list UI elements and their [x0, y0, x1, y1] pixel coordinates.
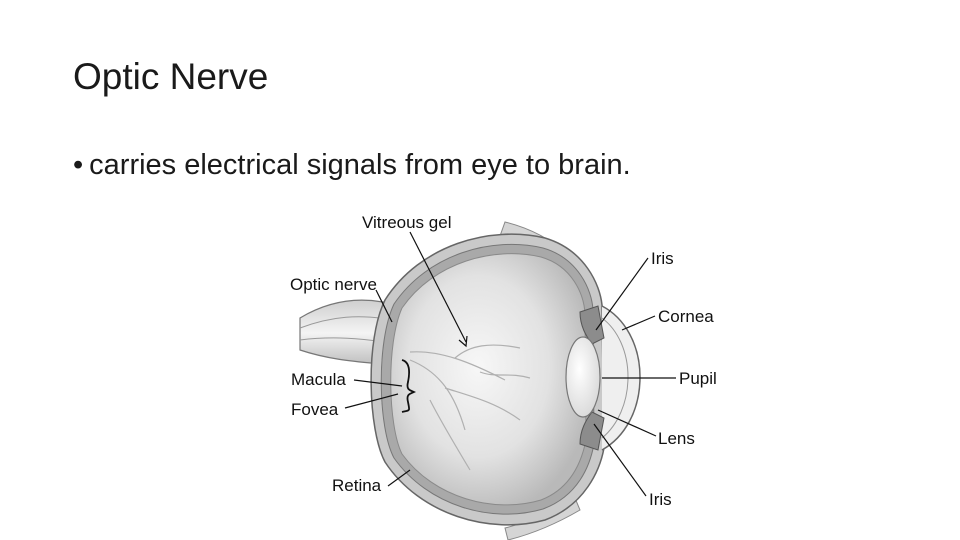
label-retina: Retina: [332, 476, 382, 495]
label-optic-nerve: Optic nerve: [290, 275, 377, 294]
label-macula: Macula: [291, 370, 346, 389]
label-lens: Lens: [658, 429, 695, 448]
macula-brace: [401, 359, 417, 413]
vitreous-shape: [390, 253, 587, 506]
label-vitreous-gel: Vitreous gel: [362, 213, 451, 232]
slide-title: Optic Nerve: [73, 56, 269, 97]
bullet-item: •carries electrical signals from eye to …: [73, 149, 631, 182]
label-iris-bottom: Iris: [649, 490, 672, 509]
iris-top-shape: [579, 305, 605, 345]
retinal-vessels: [409, 344, 531, 471]
label-iris-top: Iris: [651, 249, 674, 268]
iris-bottom-shape: [579, 411, 605, 451]
label-cornea: Cornea: [658, 307, 714, 326]
label-fovea: Fovea: [291, 400, 339, 419]
bullet-text: carries electrical signals from eye to b…: [89, 149, 631, 181]
bullet-marker: •: [73, 149, 84, 181]
lens-shape: [565, 336, 601, 418]
label-pupil: Pupil: [679, 369, 717, 388]
leader-lines: [344, 231, 676, 497]
